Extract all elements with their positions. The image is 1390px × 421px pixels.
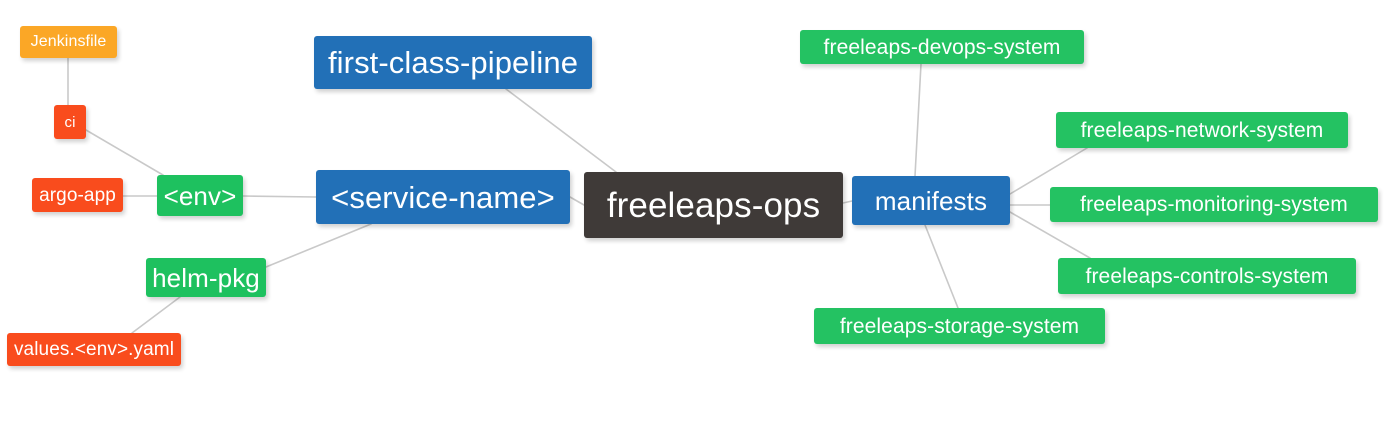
mindmap-node-helm-pkg[interactable]: helm-pkg bbox=[146, 258, 266, 297]
mindmap-node-label-controls-sys: freeleaps-controls-system bbox=[1085, 264, 1329, 288]
mindmap-node-label-ci: ci bbox=[64, 113, 76, 131]
mindmap-node-label-service-name: <service-name> bbox=[331, 179, 555, 215]
mindmap-node-storage-sys[interactable]: freeleaps-storage-system bbox=[814, 308, 1105, 344]
mindmap-node-label-manifests: manifests bbox=[874, 185, 988, 216]
mindmap-node-argo-app[interactable]: argo-app bbox=[32, 178, 123, 212]
mindmap-node-label-values-yaml: values.<env>.yaml bbox=[13, 339, 175, 360]
mindmap-edge-env-to-ci bbox=[85, 129, 164, 176]
mindmap-edge-helm-pkg-to-values-yaml bbox=[131, 296, 181, 334]
mindmap-node-jenkinsfile[interactable]: Jenkinsfile bbox=[20, 26, 117, 58]
mindmap-node-label-env: <env> bbox=[163, 180, 237, 211]
mindmap-node-label-storage-sys: freeleaps-storage-system bbox=[839, 314, 1080, 338]
mindmap-node-label-devops-sys: freeleaps-devops-system bbox=[823, 35, 1061, 59]
mindmap-edge-service-name-to-helm-pkg bbox=[265, 223, 372, 268]
mindmap-node-manifests[interactable]: manifests bbox=[852, 176, 1010, 225]
mindmap-node-controls-sys[interactable]: freeleaps-controls-system bbox=[1058, 258, 1356, 294]
mindmap-edge-root-to-manifests bbox=[842, 200, 853, 204]
mindmap-edge-manifests-to-storage-sys bbox=[924, 224, 959, 309]
mindmap-node-ci[interactable]: ci bbox=[54, 105, 86, 139]
mindmap-node-env[interactable]: <env> bbox=[157, 175, 243, 216]
mindmap-node-label-helm-pkg: helm-pkg bbox=[152, 262, 260, 293]
mindmap-node-service-name[interactable]: <service-name> bbox=[316, 170, 570, 224]
mindmap-node-network-sys[interactable]: freeleaps-network-system bbox=[1056, 112, 1348, 148]
mindmap-node-label-jenkinsfile: Jenkinsfile bbox=[30, 33, 107, 50]
mindmap-edge-root-to-service-name bbox=[569, 196, 585, 206]
mindmap-node-label-argo-app: argo-app bbox=[39, 184, 116, 206]
mindmap-node-pipeline[interactable]: first-class-pipeline bbox=[314, 36, 592, 89]
mindmap-node-monitor-sys[interactable]: freeleaps-monitoring-system bbox=[1050, 187, 1378, 222]
mindmap-edge-root-to-pipeline bbox=[505, 88, 617, 173]
mindmap-node-label-root: freeleaps-ops bbox=[606, 185, 821, 225]
mindmap-node-root[interactable]: freeleaps-ops bbox=[584, 172, 843, 238]
mindmap-node-devops-sys[interactable]: freeleaps-devops-system bbox=[800, 30, 1084, 64]
mindmap-node-values-yaml[interactable]: values.<env>.yaml bbox=[7, 333, 181, 366]
mindmap-node-label-network-sys: freeleaps-network-system bbox=[1080, 118, 1324, 142]
mindmap-node-label-pipeline: first-class-pipeline bbox=[327, 45, 579, 80]
mindmap-node-label-monitor-sys: freeleaps-monitoring-system bbox=[1080, 193, 1348, 216]
mindmap-edge-manifests-to-devops-sys bbox=[914, 63, 922, 177]
mindmap-edge-service-name-to-env bbox=[242, 195, 317, 198]
